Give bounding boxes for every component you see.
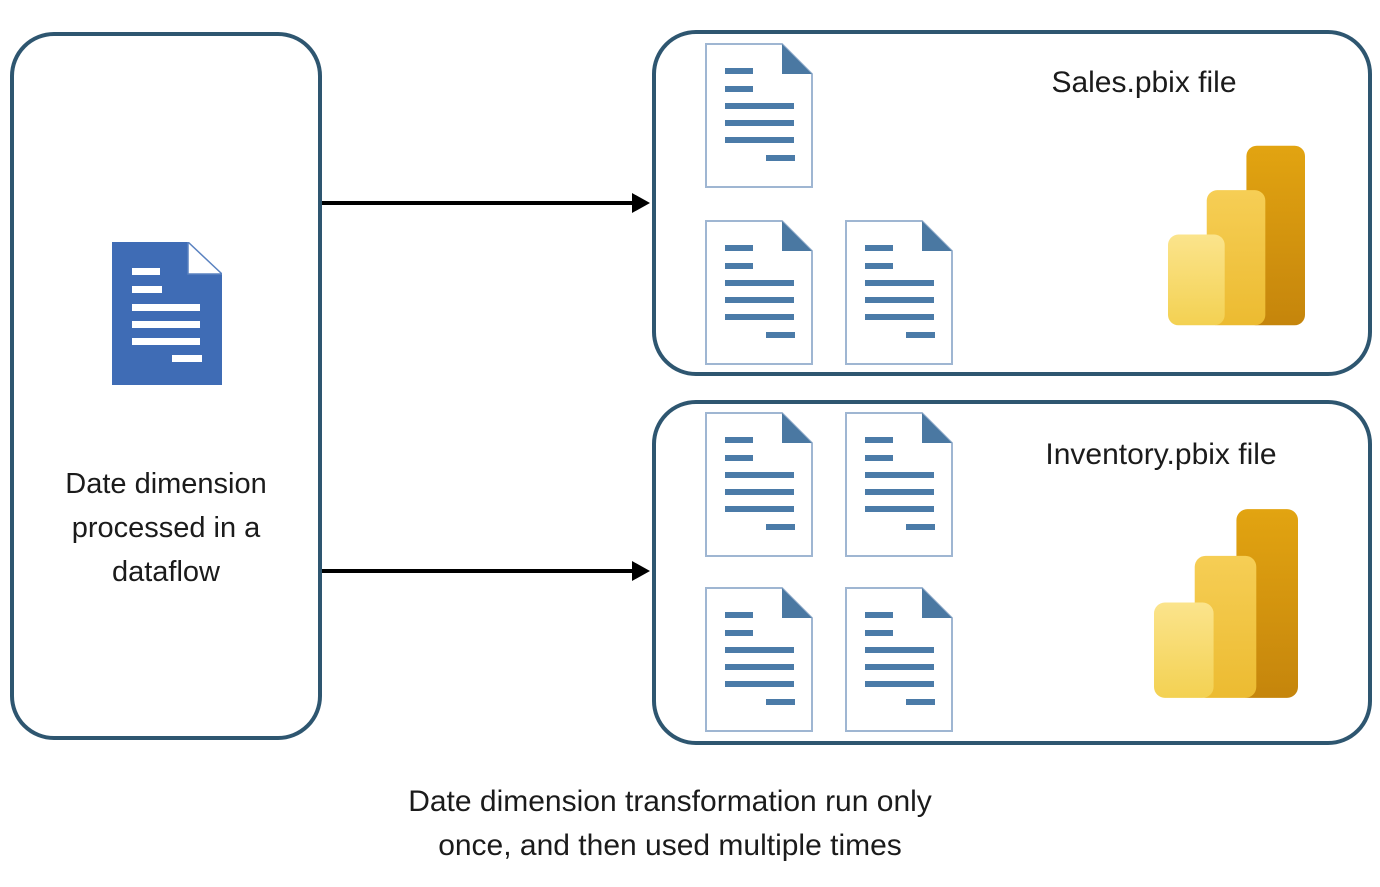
document-icon [845,587,953,732]
power-bi-logo-icon [1168,143,1305,328]
dataflow-source-label-line: dataflow [111,556,220,588]
dataflow-source-label: Date dimension processed in a dataflow [10,462,322,594]
diagram-caption: Date dimension transformation run only o… [270,780,1070,868]
document-icon [845,220,953,365]
dataflow-source-label-line: Date dimension [65,468,267,500]
document-icon [705,587,813,732]
document-icon [705,412,813,557]
inventory-box-title: Inventory.pbix file [1045,438,1277,471]
document-icon [705,220,813,365]
dataflow-document-icon [112,242,222,385]
arrow-right-icon [322,193,650,213]
diagram-caption-line: Date dimension transformation run only [408,785,932,818]
diagram-caption-line: once, and then used multiple times [438,829,902,862]
document-icon [705,43,813,188]
arrow-right-icon [322,561,650,581]
power-bi-logo-icon [1154,509,1298,698]
dataflow-source-box [10,32,322,740]
sales-box-title: Sales.pbix file [1051,66,1237,99]
document-icon [845,412,953,557]
dataflow-source-label-line: processed in a [71,512,261,544]
